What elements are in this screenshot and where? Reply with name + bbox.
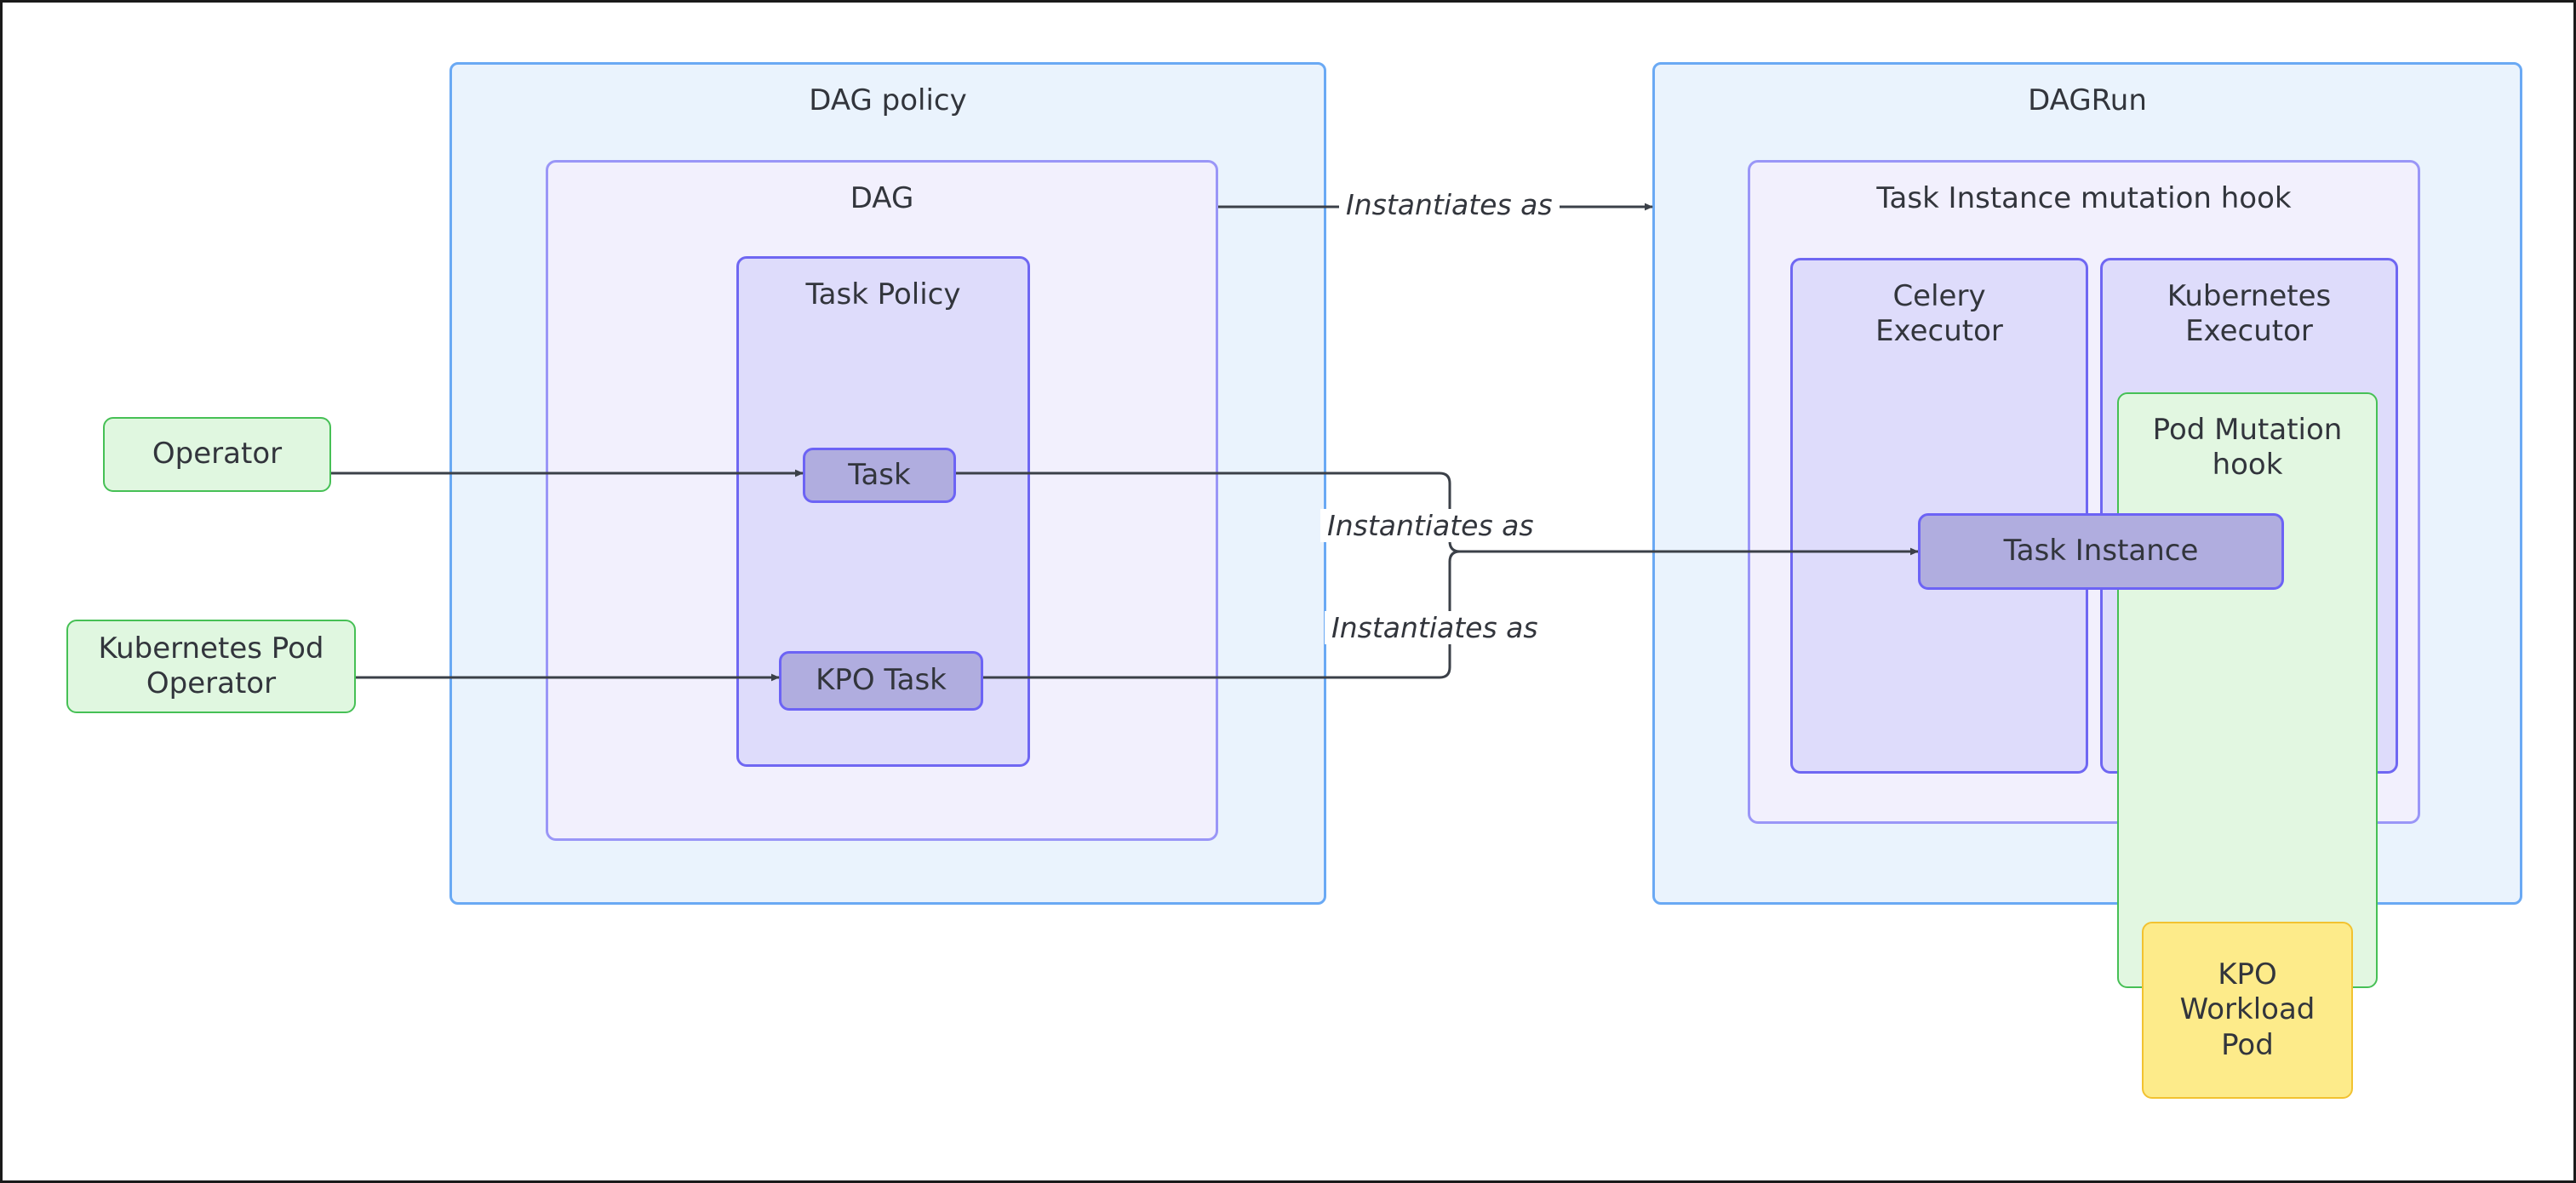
task-instance-label: Task Instance [2003, 534, 2199, 569]
kpo-workload-pod-label: KPO Workload Pod [2179, 957, 2316, 1062]
task-instance-mutation-hook-label: Task Instance mutation hook [1876, 181, 2292, 215]
task-label: Task [848, 457, 911, 492]
task-instance-node[interactable]: Task Instance [1918, 513, 2284, 590]
edge-label-dag-to-dagrun: Instantiates as [1339, 188, 1560, 221]
operator-label: Operator [152, 437, 283, 471]
dag-label: DAG [850, 181, 914, 215]
task-node[interactable]: Task [803, 448, 956, 503]
task-policy-label: Task Policy [805, 277, 961, 311]
operator-node[interactable]: Operator [103, 417, 331, 492]
pod-mutation-hook-container: Pod Mutation hook [2117, 392, 2378, 988]
kubernetes-pod-operator-label: Kubernetes Pod Operator [98, 631, 324, 700]
edge-label-task-to-task-instance: Instantiates as [1320, 509, 1541, 542]
dag-policy-label: DAG policy [809, 83, 967, 117]
kubernetes-executor-label: Kubernetes Executor [2167, 279, 2332, 349]
kpo-task-node[interactable]: KPO Task [779, 651, 983, 711]
edge-label-kpo-task-to-task-instance: Instantiates as [1325, 611, 1545, 644]
kpo-workload-pod-node[interactable]: KPO Workload Pod [2142, 922, 2353, 1099]
pod-mutation-hook-label: Pod Mutation hook [2152, 413, 2343, 483]
kubernetes-pod-operator-node[interactable]: Kubernetes Pod Operator [66, 620, 356, 713]
kpo-task-label: KPO Task [816, 663, 947, 698]
dagrun-label: DAGRun [2028, 83, 2147, 117]
celery-executor-label: Celery Executor [1875, 279, 2003, 349]
